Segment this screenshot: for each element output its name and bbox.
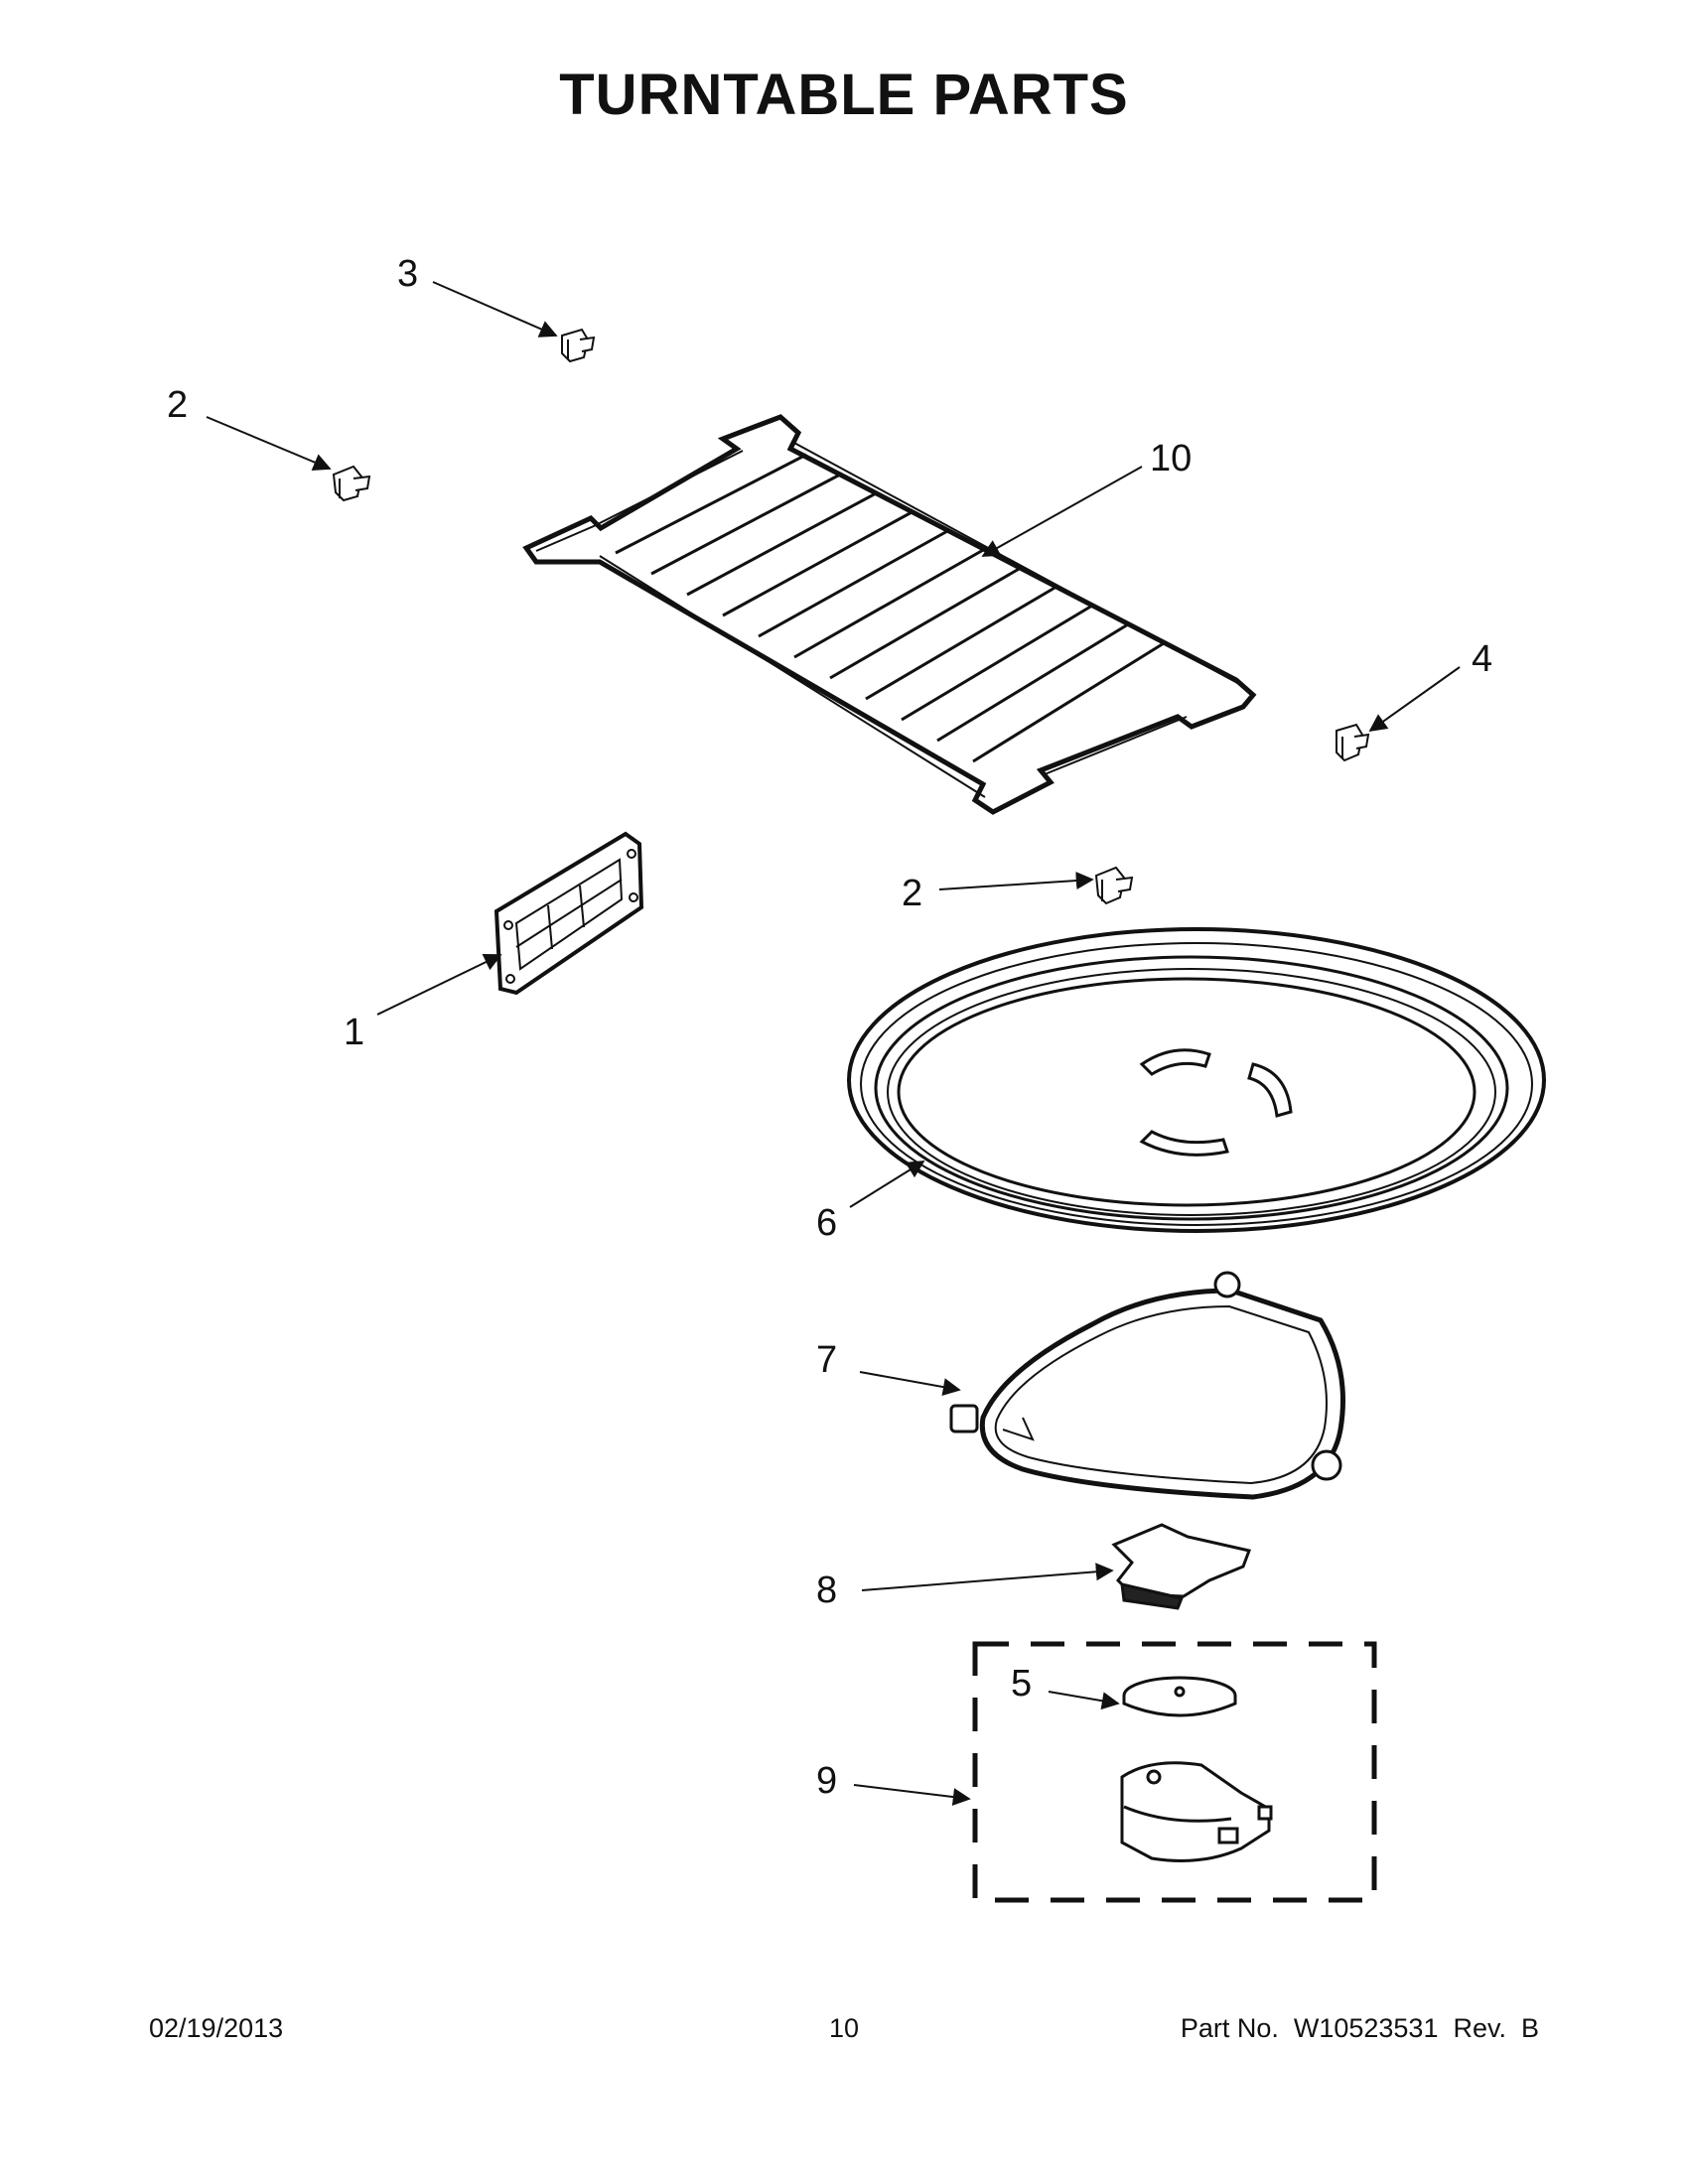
callout-8: 8	[816, 1570, 837, 1611]
callout-10: 10	[1150, 438, 1192, 479]
leader-6	[849, 1160, 925, 1208]
part-1-cover	[493, 831, 644, 996]
leader-5	[1048, 1691, 1120, 1710]
callout-4: 4	[1472, 638, 1492, 680]
footer-part-number: Part No. W10523531 Rev. B	[1180, 2013, 1539, 2043]
part-4-clip	[1336, 723, 1370, 762]
footer-page-number: 10	[828, 2013, 860, 2043]
leader-8	[861, 1563, 1114, 1591]
part-2-clip-upper	[332, 465, 371, 502]
part-10-wire-rack	[522, 414, 1257, 815]
callout-2: 2	[902, 873, 922, 914]
part-8-coupler	[1111, 1523, 1252, 1610]
callout-9: 9	[816, 1760, 837, 1802]
callout-labels: 3 2 10 4 2 1 6 7 8 5 9	[167, 253, 1492, 1802]
part-3-clip	[561, 328, 596, 363]
part-9-assembly-box	[972, 1641, 1377, 1903]
leader-9	[853, 1784, 971, 1806]
leader-2b	[938, 872, 1094, 890]
callout-6: 6	[816, 1202, 837, 1244]
leader-1	[376, 953, 502, 1016]
callout-2: 2	[167, 384, 188, 426]
leader-3	[432, 281, 558, 338]
callout-1: 1	[344, 1012, 364, 1053]
leader-4	[1368, 666, 1461, 733]
page-title: TURNTABLE PARTS	[559, 63, 1129, 127]
leader-2a	[206, 416, 332, 472]
callout-5: 5	[1011, 1663, 1032, 1705]
footer-date: 02/19/2013	[149, 2013, 284, 2043]
part-6-glass-tray	[847, 927, 1546, 1233]
leader-7	[859, 1371, 961, 1396]
turntable-motor	[1120, 1761, 1273, 1862]
part-7-roller-guide	[949, 1271, 1345, 1500]
part-2-clip-lower	[1094, 866, 1134, 905]
callout-3: 3	[397, 253, 418, 295]
leader-lines	[206, 281, 1461, 1806]
part-5-cam	[1122, 1676, 1237, 1717]
callout-7: 7	[816, 1339, 837, 1381]
leader-10	[981, 466, 1143, 557]
